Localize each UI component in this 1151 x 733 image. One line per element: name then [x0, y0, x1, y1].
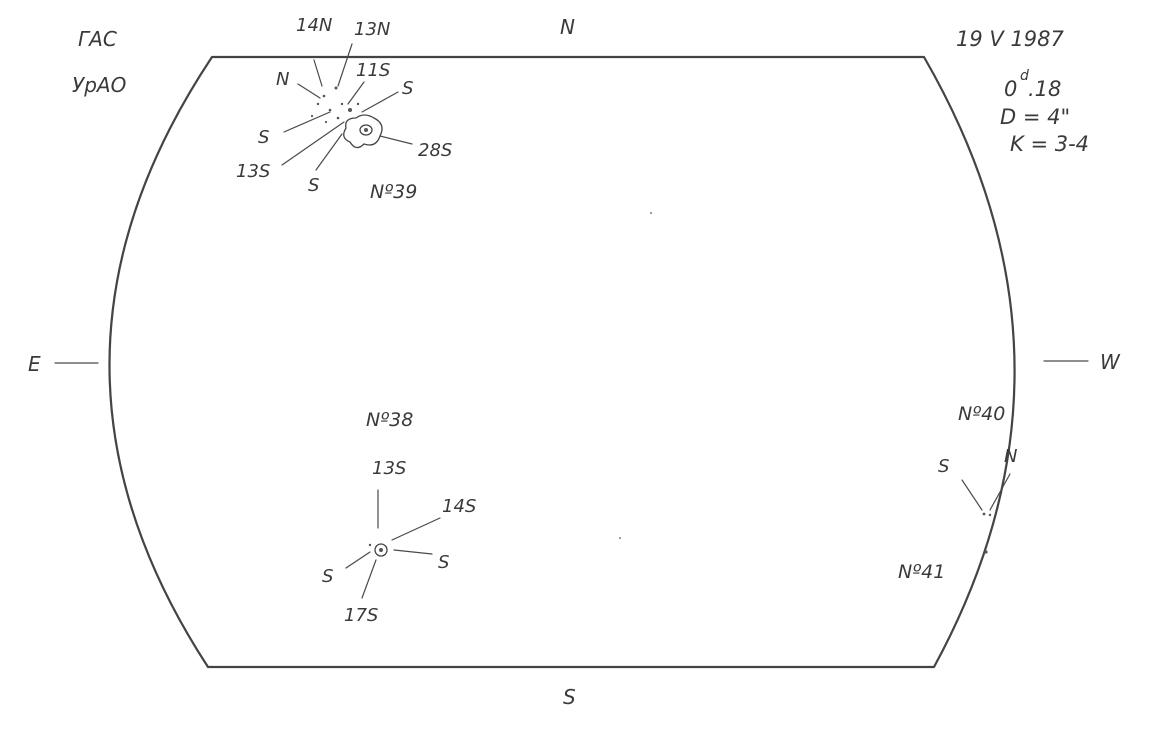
- observatory-line-1: ГАС: [78, 27, 117, 51]
- direction-south: S: [563, 685, 576, 709]
- group-39-spot-label: 28S: [418, 140, 452, 161]
- sunspot-dot: [328, 108, 332, 112]
- group-38-spot-label: 17S: [344, 605, 378, 626]
- leader-line: [281, 121, 345, 166]
- group-38-spot-label: 14S: [442, 496, 476, 517]
- observation-time-superscript: d: [1020, 68, 1029, 84]
- leader-line: [283, 111, 331, 133]
- group-40-spot-label: S: [938, 456, 949, 477]
- leader-line: [345, 551, 371, 569]
- group-38-spot-label: S: [438, 552, 449, 573]
- sunspot-outline: [343, 114, 383, 149]
- sunspot-dot: [988, 513, 992, 517]
- direction-west: W: [1100, 350, 1121, 374]
- sunspot-dot: [310, 114, 314, 118]
- group-39-spot-label: 13S: [236, 161, 270, 182]
- group-40-spot-label: N: [1004, 446, 1017, 467]
- observation-diameter: D = 4": [1000, 105, 1070, 129]
- sunspot-dot: [324, 120, 328, 124]
- leader-line: [315, 133, 343, 171]
- sunspot-core: [364, 128, 368, 132]
- disk-outline: [108, 55, 1016, 669]
- leader-line: [337, 43, 353, 87]
- sunspot-umbra: [359, 124, 373, 136]
- group-40-label: Nº40: [958, 403, 1005, 425]
- leader-line: [989, 473, 1011, 511]
- sunspot-dot: [368, 543, 372, 547]
- observation-date: 19 V 1987: [956, 27, 1065, 51]
- leader-line: [379, 135, 413, 145]
- observation-k-index: K = 3-4: [1010, 132, 1089, 156]
- group-39-spot-label: S: [258, 127, 269, 148]
- sunspot-dot: [982, 512, 986, 516]
- observation-time-fraction: .18: [1028, 77, 1061, 101]
- observation-time-value: 0: [1004, 77, 1017, 101]
- sunspot-dot: [340, 102, 344, 106]
- group-39-spot-label: 13N: [354, 19, 390, 40]
- leader-line: [361, 91, 399, 113]
- group-39-spot-label: N: [276, 69, 289, 90]
- group-39-label: Nº39: [370, 181, 417, 203]
- leader-line: [393, 549, 433, 555]
- group-39-spot-label: S: [402, 78, 413, 99]
- leader-line: [347, 81, 365, 105]
- leader-line: [961, 479, 983, 511]
- stray-speck: [650, 212, 652, 214]
- sunspot-outline: [374, 543, 388, 557]
- group-39-spot-label: S: [308, 175, 319, 196]
- group-39-spot-label: 11S: [356, 60, 390, 81]
- sunspot-dot: [334, 86, 338, 90]
- group-38-spot-label: S: [322, 566, 333, 587]
- sunspot-dot: [322, 94, 326, 98]
- observatory-line-2: УрАО: [72, 73, 126, 97]
- group-40: Nº40 S N: [938, 403, 1017, 517]
- leader-line: [361, 559, 377, 599]
- sunspot-dot: [348, 108, 352, 112]
- group-41-label: Nº41: [898, 561, 945, 583]
- sunspot-dot: [984, 550, 988, 554]
- group-38: Nº38 13S 14S S S 17S: [322, 409, 476, 626]
- leader-line: [297, 83, 321, 99]
- group-38-label: Nº38: [366, 409, 413, 431]
- direction-east: E: [28, 352, 41, 376]
- group-38-spot-label: 13S: [372, 458, 406, 479]
- leader-line: [391, 517, 441, 541]
- stray-speck: [619, 537, 621, 539]
- sunspot-dot: [316, 102, 320, 106]
- leader-line: [313, 59, 323, 87]
- direction-north: N: [560, 15, 575, 39]
- group-41: Nº41: [898, 550, 988, 583]
- group-39: 14N 13N N 11S S S 28S 13S S Nº39: [236, 15, 452, 203]
- sunspot-dot: [356, 102, 360, 106]
- group-39-spot-label: 14N: [296, 15, 332, 36]
- sunspot-core: [379, 548, 383, 552]
- sunspot-dot: [336, 116, 340, 120]
